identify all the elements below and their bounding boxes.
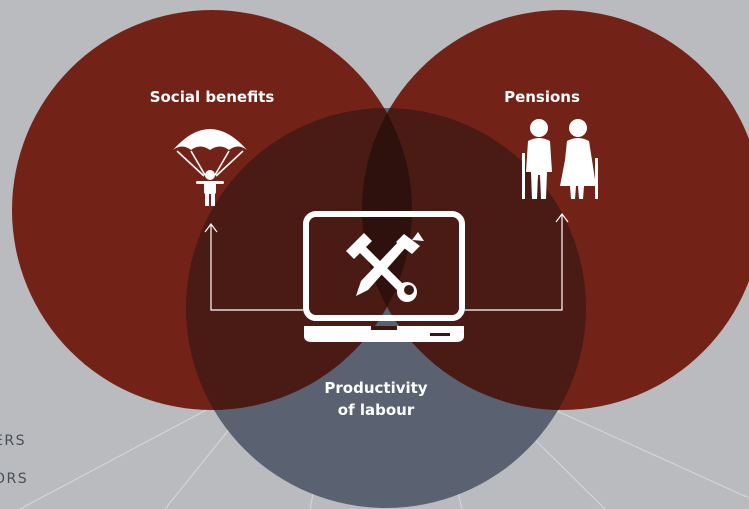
productivity-label: Productivity of labour [300,377,452,421]
productivity-label-line2: of labour [337,401,415,419]
elderly-couple-icon [522,119,598,199]
wrench-hammer-icon [346,232,424,302]
social-benefits-label: Social benefits [149,88,275,106]
connector-lines [204,213,569,311]
side-text-line3: ORS [0,471,29,487]
parachute-person-icon [173,129,247,206]
side-text-line1: ERS [0,433,26,449]
pensions-label: Pensions [504,88,580,106]
productivity-label-line1: Productivity [324,379,428,397]
laptop-tools-icon [303,211,465,342]
